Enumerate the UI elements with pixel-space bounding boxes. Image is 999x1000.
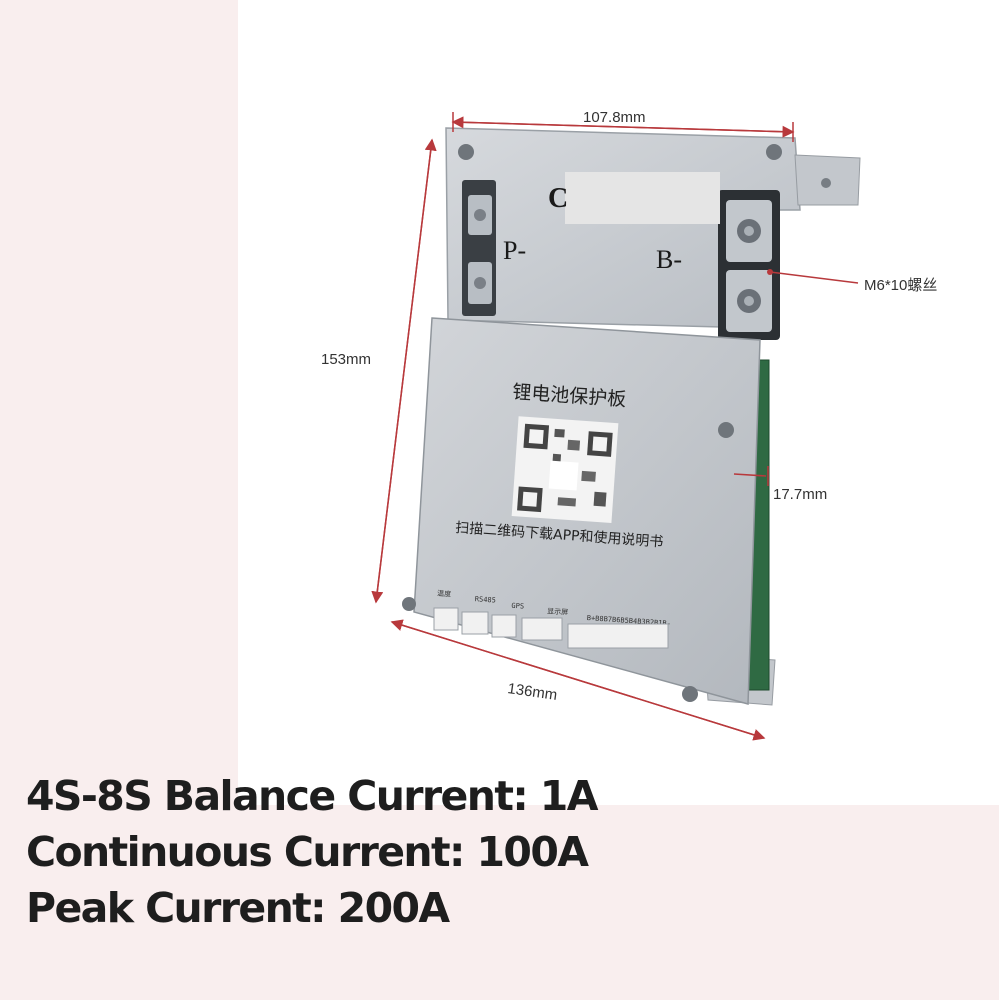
connectors: [433, 607, 669, 649]
terminal-left-label: P-: [503, 236, 526, 265]
blurred-logo: [565, 172, 720, 224]
spec-continuous-current: Continuous Current: 100A: [26, 828, 589, 876]
spec-peak-current: Peak Current: 200A: [26, 884, 450, 932]
dim-depth: 17.7mm: [773, 486, 827, 503]
dim-height: 153mm: [321, 351, 371, 368]
port-label-display: 显示屏: [547, 607, 569, 616]
screw-label: M6*10螺丝: [864, 277, 937, 294]
port-label-temp: 温度: [437, 589, 452, 599]
terminal-right-label: B-: [656, 245, 682, 274]
dim-bottom-width: 136mm: [506, 680, 558, 704]
spec-balance-current: 4S-8S Balance Current: 1A: [26, 772, 598, 820]
logo-mark: C: [548, 183, 568, 214]
port-label-gps: GPS: [511, 602, 524, 611]
port-label-rs485: RS485: [475, 595, 497, 604]
dim-top-width: 107.8mm: [583, 109, 646, 126]
qr-code: [511, 416, 619, 524]
bms-board-photo: C P- B- 锂电池保护板 扫描二维码下载APP和使用说明书 温度 RS485…: [321, 109, 937, 741]
dimension-lines: [371, 112, 859, 741]
spec-list: 4S-8S Balance Current: 1A Continuous Cur…: [26, 768, 726, 936]
terminal-p-minus: [462, 180, 496, 316]
terminal-b-minus: [718, 190, 780, 340]
